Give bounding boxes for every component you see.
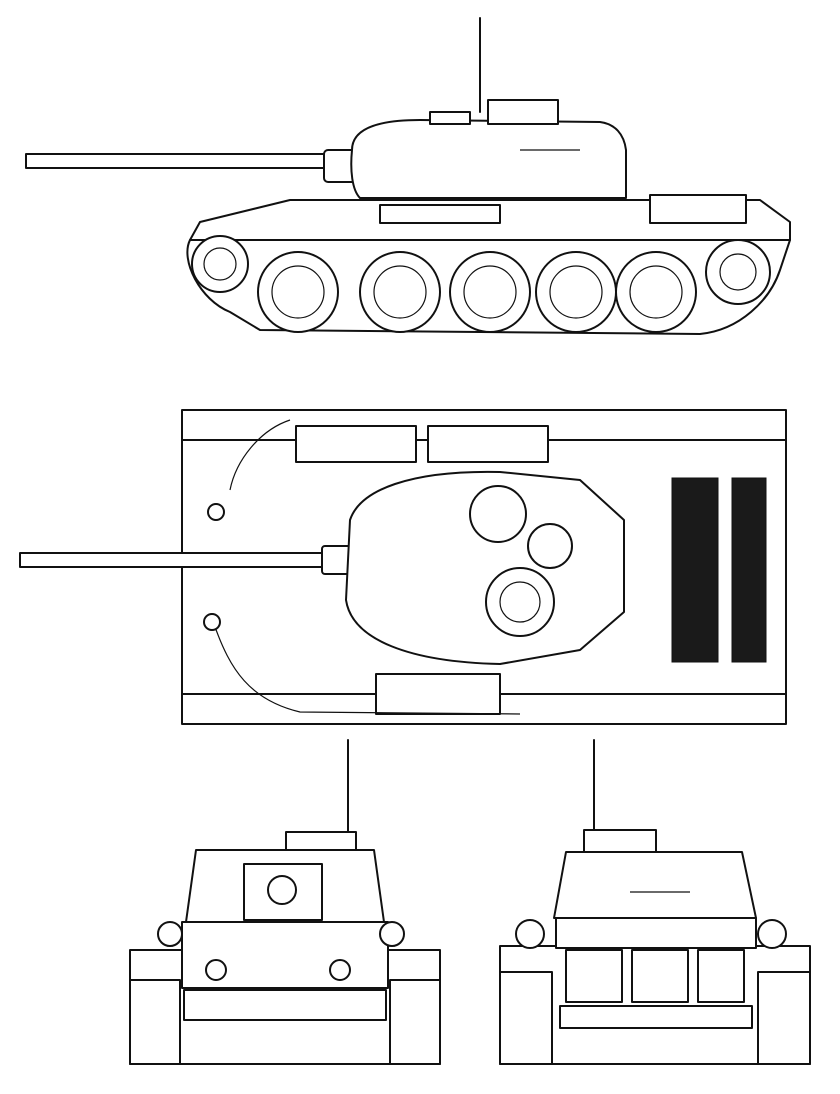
rear-view xyxy=(499,739,811,1065)
track-left xyxy=(499,971,553,1065)
sprocket-hub xyxy=(719,253,757,291)
idler-wheel xyxy=(191,235,249,293)
headlight xyxy=(157,921,183,947)
road-wheel xyxy=(615,251,697,333)
stowage-box xyxy=(295,425,417,463)
drive-sprocket xyxy=(705,239,771,305)
fuel-drum xyxy=(757,919,787,949)
commander-cupola xyxy=(487,99,559,125)
fuel-tank xyxy=(649,194,747,224)
road-wheel xyxy=(359,251,441,333)
wheel-hub xyxy=(463,265,517,319)
cupola-hatch xyxy=(499,581,541,623)
engine-grille xyxy=(731,477,767,663)
side-view xyxy=(25,17,791,335)
exhaust-grille xyxy=(631,949,689,1003)
exhaust-grille xyxy=(565,949,623,1003)
gun-barrel xyxy=(25,153,327,169)
top-view xyxy=(19,409,787,725)
road-wheel xyxy=(449,251,531,333)
rear-plate xyxy=(559,1005,753,1029)
headlight xyxy=(379,921,405,947)
turret-hatch xyxy=(429,111,471,125)
track-left xyxy=(129,979,181,1065)
idler-hub xyxy=(203,247,237,281)
wheel-hub xyxy=(373,265,427,319)
track-right xyxy=(757,971,811,1065)
turret xyxy=(350,119,627,199)
tow-hook xyxy=(329,959,351,981)
headlight xyxy=(203,613,221,631)
commander-cupola xyxy=(583,829,657,853)
engine-grille xyxy=(671,477,719,663)
stowage-box xyxy=(427,425,549,463)
tow-hook xyxy=(205,959,227,981)
headlight xyxy=(207,503,225,521)
track-right xyxy=(389,979,441,1065)
ventilator xyxy=(527,523,573,569)
hatch xyxy=(469,485,527,543)
wheel-hub xyxy=(549,265,603,319)
tow-cable xyxy=(229,419,291,491)
road-wheels xyxy=(257,251,697,333)
stowage-box xyxy=(375,673,501,715)
road-wheel xyxy=(257,251,339,333)
gun-barrel xyxy=(19,552,327,568)
engine-deck xyxy=(555,917,757,949)
commander-cupola xyxy=(485,567,555,637)
turret xyxy=(553,851,757,919)
road-wheel xyxy=(535,251,617,333)
wheel-hub xyxy=(271,265,325,319)
tow-cable xyxy=(213,623,521,715)
stowage-box xyxy=(379,204,501,224)
turret xyxy=(345,470,625,665)
exhaust-grille xyxy=(697,949,745,1003)
lower-plate xyxy=(183,989,387,1021)
wheel-hub xyxy=(629,265,683,319)
front-view xyxy=(129,739,441,1065)
gun-muzzle xyxy=(267,875,297,905)
fuel-drum xyxy=(515,919,545,949)
